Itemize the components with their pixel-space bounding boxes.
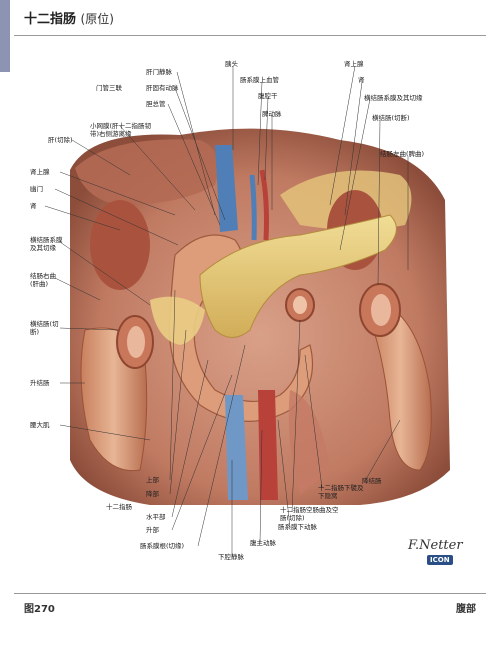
footer-rule	[14, 593, 486, 594]
label-right-kidney: 肾	[30, 202, 37, 210]
label-pancreas-head: 胰头	[225, 60, 238, 68]
label-duodenal-fossa: 十二指肠下襞及下隐窝	[318, 484, 364, 500]
label-descending-part: 降部	[146, 490, 159, 498]
label-duodenojejunal: 十二指肠空肠曲及空肠(切除)	[280, 506, 339, 522]
sm-vessels-shape	[259, 169, 269, 241]
publisher-logo: ICON	[427, 555, 453, 565]
label-right-adrenal: 肾上腺	[30, 168, 50, 176]
label-adrenal-top: 肾上腺	[344, 60, 364, 68]
label-ivc: 下腔静脉	[218, 553, 244, 561]
label-transverse-colon-cut-top: 横结肠(切断)	[372, 114, 410, 122]
label-descending-colon: 降结肠	[362, 477, 382, 485]
right-kidney-shape	[90, 200, 150, 290]
leader-lines	[44, 65, 409, 556]
figure-number: 图270	[24, 604, 55, 615]
ivc-shape	[225, 395, 248, 500]
page-title: 十二指肠 (原位)	[24, 8, 114, 27]
artist-signature: F.Netter	[408, 538, 463, 553]
label-celiac-trunk: 腹腔干	[258, 92, 278, 100]
label-transverse-mesocolon-cut: 横结肠系膜及其切缘	[30, 236, 63, 252]
label-pylorus: 幽门	[30, 185, 43, 193]
label-superior-part: 上部	[146, 476, 159, 484]
title-subtitle: (原位)	[80, 12, 114, 26]
label-portal-vein: 肝门静脉	[146, 68, 172, 76]
label-ascending-part: 升部	[146, 526, 159, 534]
liver	[75, 139, 218, 205]
label-aorta: 腹主动脉	[250, 539, 276, 547]
label-proper-hepatic-artery: 肝固有动脉	[146, 84, 179, 92]
jejunum-cut-lumen	[293, 296, 307, 314]
section-name: 腹部	[456, 604, 476, 615]
transverse-colon-cut-left-lumen	[127, 326, 145, 358]
pancreas-shape	[199, 214, 397, 338]
title-main: 十二指肠	[24, 12, 77, 27]
label-lesser-omentum: 小网膜(肝十二指肠韧带)右侧游离缘	[90, 122, 152, 138]
label-duodenum: 十二指肠	[106, 503, 132, 511]
transverse-colon-cut-right-lumen	[371, 294, 391, 326]
aorta-shape	[258, 390, 278, 500]
label-transverse-colon-cut-left: 横结肠(切断)	[30, 320, 59, 336]
label-ima: 肠系膜下动脉	[278, 523, 317, 531]
label-left-colic-flexure: 结肠左曲(脾曲)	[380, 150, 425, 158]
label-kidney-top: 肾	[358, 76, 365, 84]
label-transverse-mesocolon-root: 横结肠系膜及其切缘	[364, 94, 423, 102]
label-psoas: 腰大肌	[30, 421, 50, 429]
label-portal-triad: 门管三联	[96, 84, 122, 92]
mesocolon-fat	[150, 296, 205, 345]
label-right-colic-flexure: 结肠右曲(肝曲)	[30, 272, 56, 288]
sm-vein-shape	[249, 174, 257, 241]
label-horizontal-part: 水平部	[146, 513, 166, 521]
portal-vein-shape	[215, 145, 238, 232]
label-splenic-artery: 脾动脉	[262, 110, 282, 118]
label-ascending-colon: 升结肠	[30, 379, 50, 387]
chapter-tab	[0, 0, 10, 72]
label-common-bile-duct: 胆总管	[146, 100, 166, 108]
descending-colon-shape	[369, 299, 432, 471]
label-sm-vessels: 肠系膜上血管	[240, 76, 279, 84]
header-rule	[14, 35, 486, 36]
label-mesentery-root: 肠系膜根(切缘)	[140, 542, 185, 550]
label-liver-cut: 肝(切除)	[48, 136, 73, 144]
